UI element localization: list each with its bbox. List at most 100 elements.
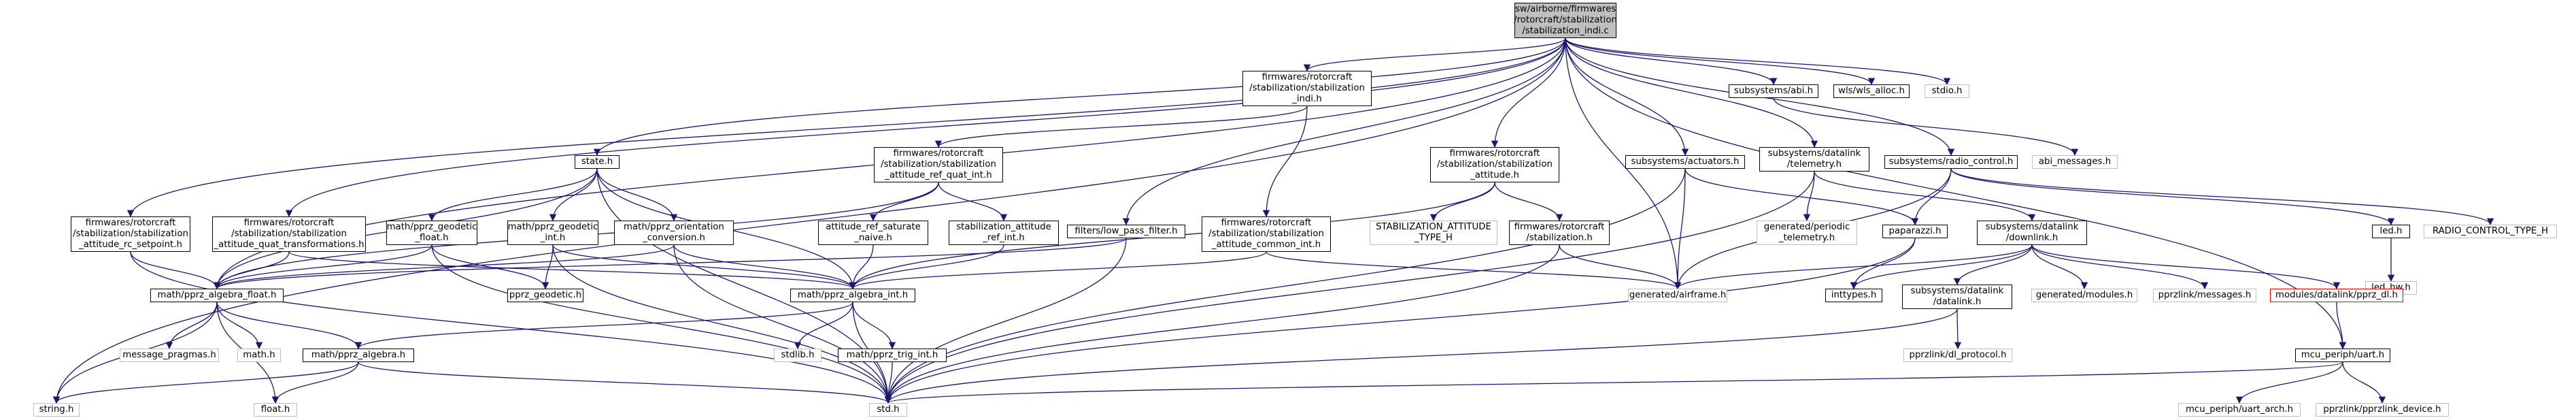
node-stab-indi-h[interactable]: firmwares/rotorcraft /stabilization/stab… (1242, 71, 1372, 106)
node-pprz-geodetic-h[interactable]: pprz_geodetic.h (507, 289, 583, 302)
node-stab-att-quat-trans[interactable]: firmwares/rotorcraft /stabilization/stab… (212, 216, 366, 252)
edge-subsys-radio-control-to-radio-control-type (1950, 168, 2494, 226)
node-math-pprz-geodetic-int[interactable]: math/pprz_geodetic _int.h (507, 221, 598, 245)
edge-stab-att-common-int-to-math-pprz-algebra-int (849, 251, 1267, 290)
node-std-h: std.h (869, 403, 907, 417)
edge-subsys-datalink-datalink-to-pprzlink-dl-protocol (1954, 308, 1962, 350)
node-stab-att-ref-quat-int[interactable]: firmwares/rotorcraft /stabilization/stab… (874, 147, 1003, 182)
edge-subsys-radio-control-to-paparazzi-h (1911, 168, 1952, 226)
edge-stab-att-common-int-to-generated-airframe (1266, 251, 1681, 290)
edge-root-to-state-h (593, 37, 1566, 157)
edge-root-to-subsys-abi (1565, 37, 1778, 86)
node-paparazzi-h[interactable]: paparazzi.h (1882, 225, 1948, 238)
edge-root-to-string-h (52, 37, 1566, 404)
node-modules-datalink-pprz-dl[interactable]: modules/datalink/pprz_dl.h (2270, 289, 2403, 302)
edge-stab-att-quat-trans-to-math-pprz-algebra-int (288, 251, 856, 290)
node-generated-periodic-telemetry: generated/periodic _telemetry.h (1757, 221, 1857, 245)
node-pprzlink-pprzlink-device: pprzlink/pprzlink_device.h (2316, 403, 2449, 417)
edge-math-pprz-algebra-float-to-message-pragmas (165, 302, 218, 350)
edge-root-to-subsys-datalink-telemetry (1565, 37, 1818, 148)
node-stab-att-type: STABILIZATION_ATTITUDE _TYPE_H (1370, 221, 1497, 245)
node-stab-attitude-h[interactable]: firmwares/rotorcraft /stabilization/stab… (1430, 147, 1559, 182)
node-fw-rotorcraft-stabilization[interactable]: firmwares/rotorcraft /stabilization.h (1509, 221, 1610, 245)
edge-subsys-datalink-downlink-to-generated-airframe (1674, 244, 2033, 290)
node-math-pprz-geodetic-float[interactable]: math/pprz_geodetic _float.h (386, 221, 477, 245)
edge-stab-attitude-h-to-fw-rotorcraft-stabilization (1494, 182, 1563, 222)
edge-state-h-to-math-pprz-geodetic-float (428, 168, 598, 222)
node-math-pprz-trig-int[interactable]: math/pprz_trig_int.h (838, 349, 947, 362)
node-root[interactable]: sw/airborne/firmwares /rotorcraft/stabil… (1514, 3, 1617, 38)
edge-subsys-datalink-datalink-to-std-h (885, 308, 1958, 404)
edge-filters-low-pass-to-std-h (884, 238, 1127, 404)
node-subsys-abi[interactable]: subsystems/abi.h (1729, 84, 1818, 98)
node-subsys-datalink-telemetry[interactable]: subsystems/datalink /telemetry.h (1759, 147, 1869, 172)
node-pprzlink-messages: pprzlink/messages.h (2153, 289, 2256, 302)
node-mcu-periph-uart[interactable]: mcu_periph/uart.h (2295, 349, 2390, 362)
node-message-pragmas: message_pragmas.h (120, 349, 219, 362)
edge-subsys-abi-to-abi-messages (1773, 97, 2079, 157)
edge-filters-low-pass-to-math-pprz-algebra-float (214, 238, 1127, 290)
edge-paparazzi-h-to-inttypes-h (1850, 238, 1916, 290)
edge-root-to-wls-alloc (1565, 37, 1876, 86)
node-att-ref-saturate-naive[interactable]: attitude_ref_saturate _naive.h (818, 221, 928, 245)
node-math-pprz-algebra-float[interactable]: math/pprz_algebra_float.h (150, 289, 284, 302)
edge-subsys-datalink-downlink-to-subsys-datalink-datalink (1953, 244, 2033, 286)
edge-math-pprz-orientation-conv-to-math-pprz-algebra-float (213, 244, 675, 290)
edge-stab-indi-h-to-stab-att-ref-quat-int (934, 106, 1308, 148)
node-stab-att-ref-int[interactable]: stabilization_attitude _ref_int.h (949, 221, 1059, 245)
edge-stab-att-ref-quat-int-to-att-ref-saturate-naive (869, 182, 939, 222)
node-stab-att-common-int[interactable]: firmwares/rotorcraft /stabilization/stab… (1202, 216, 1331, 252)
edge-math-pprz-geodetic-int-to-math-pprz-algebra-int (552, 244, 857, 290)
edge-root-to-stab-att-quat-trans (285, 37, 1566, 218)
edge-math-pprz-algebra-to-string-h (52, 361, 359, 404)
node-led-h[interactable]: led.h (2372, 225, 2410, 238)
edge-subsys-radio-control-to-led-h (1950, 168, 2395, 226)
edge-root-to-stab-att-rc-setpoint (126, 37, 1566, 218)
edge-math-pprz-geodetic-int-to-std-h (552, 244, 892, 404)
edge-root-to-subsys-actuators (1565, 37, 1689, 157)
edge-root-to-filters-low-pass (1122, 37, 1566, 226)
edge-subsys-datalink-telemetry-to-std-h (884, 171, 1815, 404)
edge-mcu-periph-uart-to-mcu-periph-uart-arch (2235, 361, 2343, 404)
node-wls-alloc[interactable]: wls/wls_alloc.h (1833, 84, 1910, 98)
edge-math-pprz-algebra-int-to-math-pprz-trig-int (852, 302, 896, 350)
node-subsys-datalink-downlink[interactable]: subsystems/datalink /downlink.h (1977, 221, 2087, 245)
edge-subsys-datalink-downlink-to-inttypes-h (1850, 244, 2033, 290)
node-math-pprz-algebra-int[interactable]: math/pprz_algebra_int.h (790, 289, 915, 302)
node-subsys-radio-control[interactable]: subsystems/radio_control.h (1884, 155, 2018, 169)
edge-stab-att-rc-setpoint-to-math-pprz-algebra-float (130, 251, 221, 290)
edge-state-h-to-math-pprz-orientation-conv (596, 168, 678, 222)
edge-root-to-stab-attitude-h (1491, 37, 1566, 148)
edge-mcu-periph-uart-to-std-h (885, 361, 2343, 404)
node-stab-att-rc-setpoint[interactable]: firmwares/rotorcraft /stabilization/stab… (71, 216, 190, 252)
edge-subsys-datalink-telemetry-to-subsys-datalink-downlink (1814, 171, 2036, 222)
node-radio-control-type: RADIO_CONTROL_TYPE_H (2424, 225, 2557, 238)
edge-stab-attitude-h-to-stab-att-type (1429, 182, 1495, 222)
edge-subsys-actuators-to-generated-airframe (1674, 168, 1686, 290)
node-pprzlink-dl-protocol: pprzlink/dl_protocol.h (1903, 349, 2012, 362)
node-math-h: math.h (237, 349, 281, 362)
edge-math-pprz-algebra-to-float-h (271, 361, 359, 404)
edge-root-to-mcu-periph-uart (1565, 37, 2347, 350)
edge-stab-att-rc-setpoint-to-std-h (130, 251, 892, 404)
edge-mcu-periph-uart-to-pprzlink-pprzlink-device (2342, 361, 2386, 404)
node-math-pprz-orientation-conv[interactable]: math/pprz_orientation _conversion.h (614, 221, 734, 245)
edge-math-pprz-algebra-float-to-math-pprz-algebra (216, 302, 362, 350)
edge-fw-rotorcraft-stabilization-to-std-h (884, 244, 1560, 404)
edge-subsys-datalink-telemetry-to-generated-periodic-telemetry (1803, 171, 1815, 222)
node-subsys-actuators[interactable]: subsystems/actuators.h (1625, 155, 1745, 169)
node-mcu-periph-uart-arch: mcu_periph/uart_arch.h (2178, 403, 2301, 417)
node-subsys-datalink-datalink[interactable]: subsystems/datalink /datalink.h (1902, 285, 2012, 309)
edge-math-pprz-orientation-conv-to-math-pprz-algebra-int (673, 244, 857, 290)
edge-state-h-to-math-pprz-geodetic-int (549, 168, 598, 222)
edge-stab-indi-h-to-stab-att-common-int (1262, 106, 1308, 218)
node-state-h[interactable]: state.h (575, 155, 620, 169)
node-math-pprz-algebra[interactable]: math/pprz_algebra.h (303, 349, 414, 362)
node-filters-low-pass[interactable]: filters/low_pass_filter.h (1067, 225, 1185, 238)
edge-math-pprz-geodetic-float-to-pprz-geodetic-h (431, 244, 549, 290)
node-inttypes-h[interactable]: inttypes.h (1825, 289, 1882, 302)
node-float-h: float.h (254, 403, 297, 417)
edge-paparazzi-h-to-std-h (884, 238, 1916, 404)
edge-fw-rotorcraft-stabilization-to-generated-airframe (1559, 244, 1682, 290)
